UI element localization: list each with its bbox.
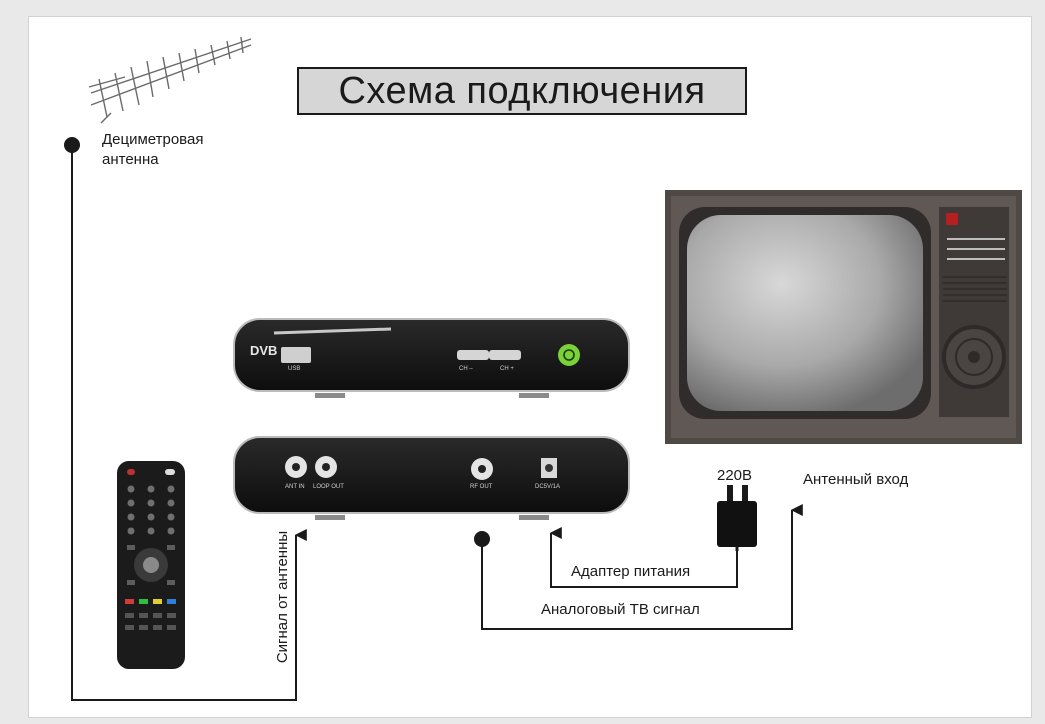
- signal-from-antenna-label: Сигнал от антенны: [274, 530, 291, 664]
- diagram-title: Схема подключения: [338, 69, 706, 112]
- analog-tv-signal-label: Аналоговый ТВ сигнал: [541, 601, 700, 618]
- power-adapter-label: Адаптер питания: [571, 563, 691, 580]
- antenna-input-label: Антенный вход: [803, 471, 909, 488]
- set-top-box-rear: [233, 436, 630, 520]
- remote-control-icon: [117, 461, 185, 669]
- ch-plus-label: CH +: [500, 366, 514, 372]
- rf-out-label: RF OUT: [470, 484, 493, 490]
- television-icon: [665, 190, 1022, 444]
- dvb-logo: DVB: [250, 343, 278, 358]
- set-top-box-front: [233, 318, 630, 398]
- diagram-title-box: Схема подключения: [297, 67, 747, 115]
- power-in-label: DC5V/1A: [535, 484, 561, 490]
- decimeter-antenna-label: Дециметровая антенна: [102, 131, 204, 168]
- diagram-graphics: [64, 36, 1022, 701]
- power-adapter-line: [549, 527, 738, 588]
- antenna-icon: [88, 36, 252, 124]
- ch-plus-button: [489, 350, 521, 360]
- power-button-icon: [558, 344, 580, 366]
- diagram-canvas: Схема подключения Дециметровая антенна 2…: [28, 16, 1032, 718]
- ch-minus-label: CH –: [459, 366, 473, 372]
- voltage-label: 220В: [717, 467, 753, 484]
- analog-signal-line: [481, 504, 803, 630]
- usb-label: USB: [288, 366, 301, 372]
- antenna-signal-line: [71, 145, 307, 701]
- loop-out-label: LOOP OUT: [313, 484, 344, 490]
- connection-lines: [64, 137, 803, 701]
- ant-in-label: ANT IN: [285, 484, 305, 490]
- ch-minus-button: [457, 350, 489, 360]
- usb-port-icon: [281, 347, 311, 363]
- power-adapter-icon: [717, 485, 757, 551]
